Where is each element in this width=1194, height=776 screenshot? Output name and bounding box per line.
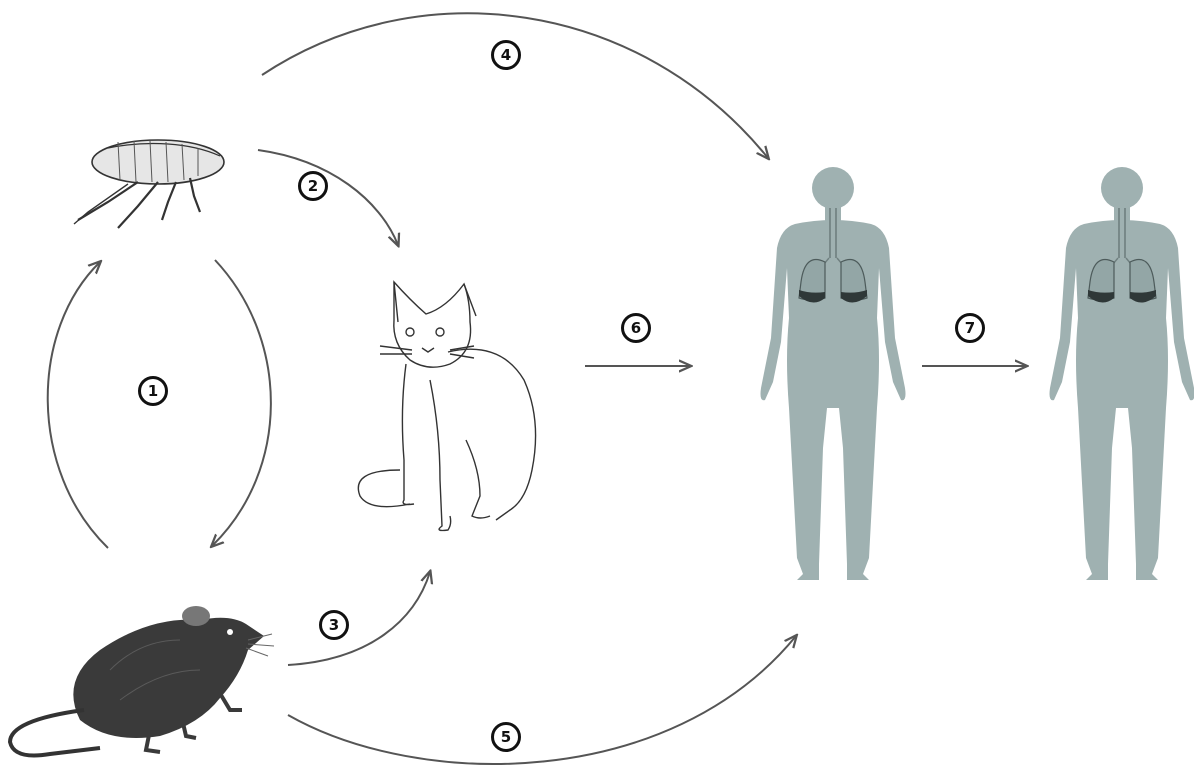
step-badge-3: 3 xyxy=(319,610,349,640)
step-badge-4: 4 xyxy=(491,40,521,70)
step-badge-1: 1 xyxy=(138,376,168,406)
arrow-rat-to-human xyxy=(288,636,796,764)
arrow-flea-to-cat xyxy=(258,150,398,245)
human-figure-2 xyxy=(1050,167,1194,580)
arrow-rat-to-cat xyxy=(288,572,430,665)
arrow-flea-to-human xyxy=(262,13,768,158)
cat-illustration xyxy=(358,282,535,531)
rat-illustration xyxy=(10,606,274,756)
step-badge-7: 7 xyxy=(955,313,985,343)
step-badge-2: 2 xyxy=(298,171,328,201)
arrow-rat-to-flea xyxy=(48,262,108,548)
human-figure-1 xyxy=(761,167,906,580)
flea-illustration xyxy=(74,140,224,228)
step-badge-5: 5 xyxy=(491,722,521,752)
step-badge-6: 6 xyxy=(621,313,651,343)
arrow-flea-to-rat xyxy=(212,260,271,546)
